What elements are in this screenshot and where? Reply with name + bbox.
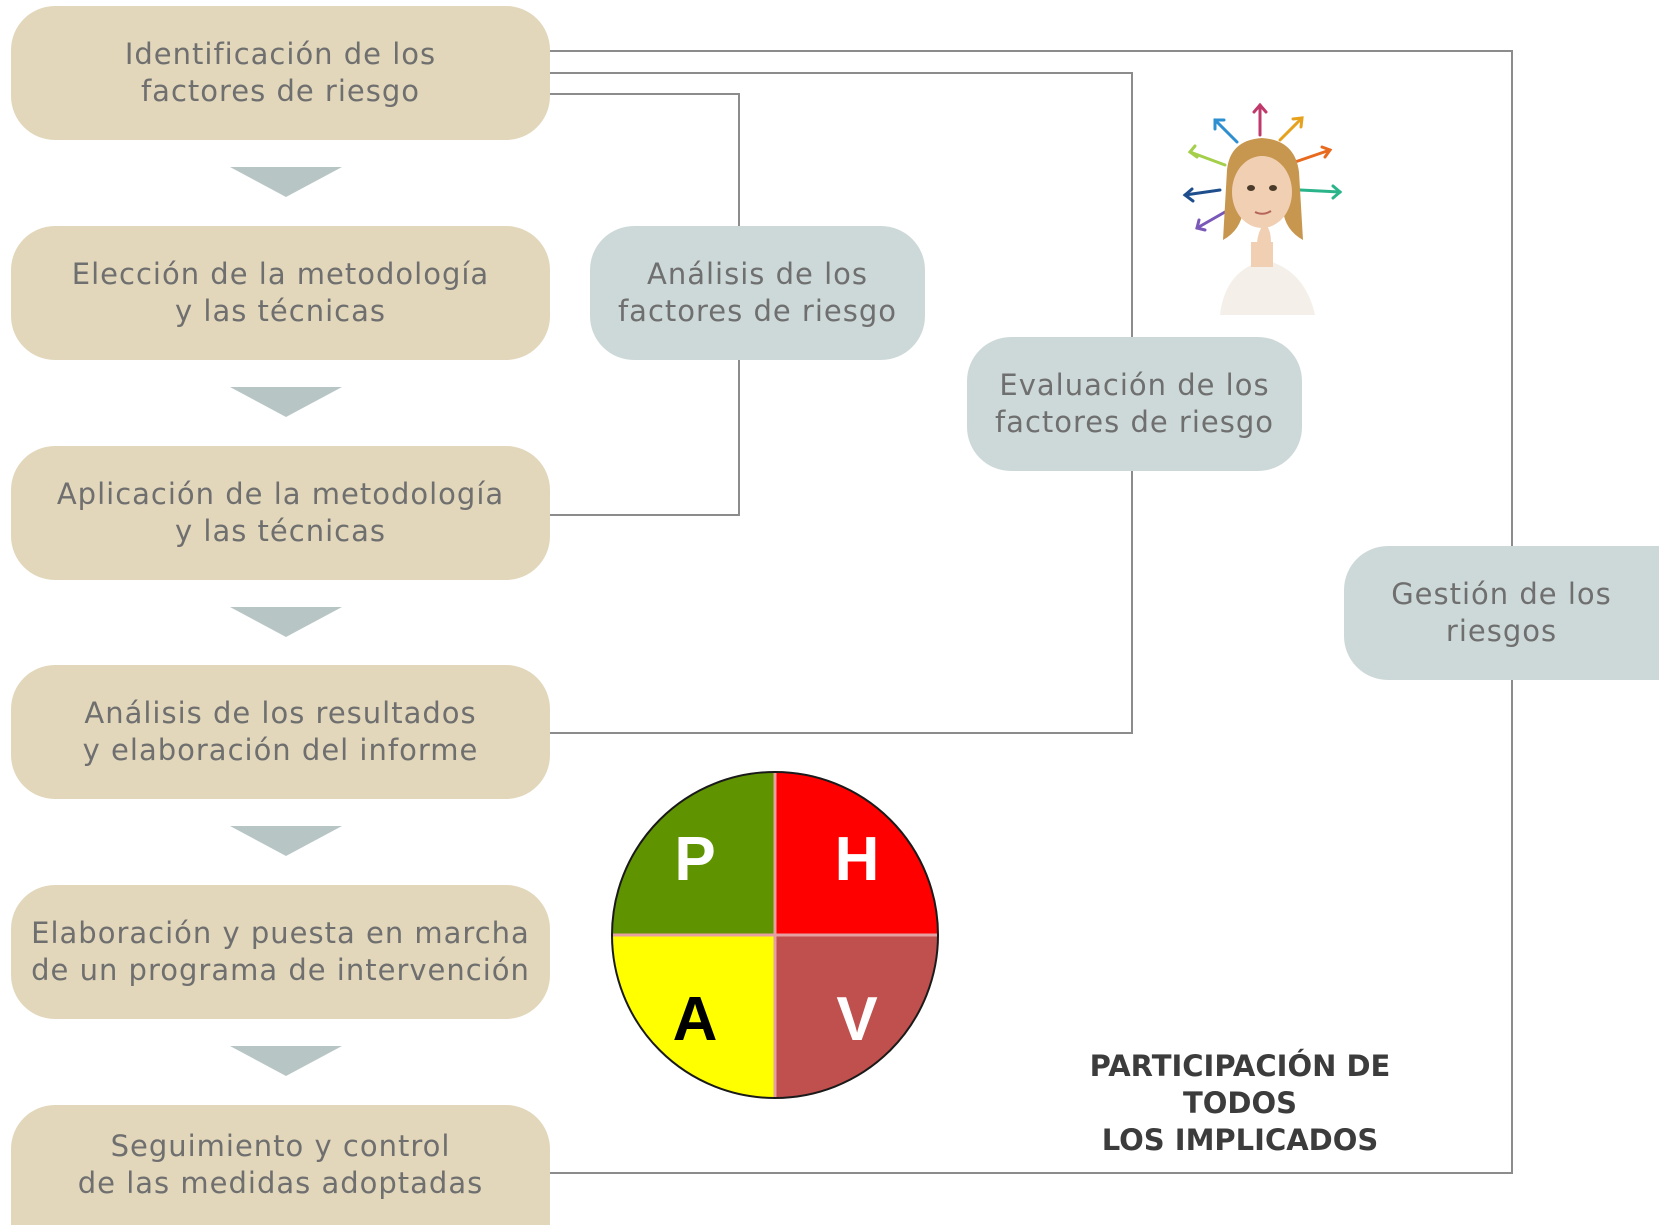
step-follow-up-line2: de las medidas adoptadas <box>77 1166 484 1200</box>
step-methodology-application-line1: Aplicación de la metodología <box>56 477 505 511</box>
participation-line2: LOS IMPLICADOS <box>1101 1123 1379 1157</box>
step-identification: Identificación de los factores de riesgo <box>11 6 550 140</box>
phva-letter-p: P <box>674 825 715 894</box>
phase-management-line1: Gestión de los <box>1391 577 1612 611</box>
step-intervention-program: Elaboración y puesta en marcha de un pro… <box>11 885 550 1019</box>
phase-analysis-line2: factores de riesgo <box>617 294 898 328</box>
phva-letter-v: V <box>836 985 877 1054</box>
down-arrow-4 <box>230 826 342 856</box>
down-arrow-1 <box>230 167 342 197</box>
phase-evaluation-line1: Evaluación de los <box>999 368 1270 402</box>
step-results-analysis-line2: y elaboración del informe <box>82 733 479 767</box>
phase-evaluation-line2: factores de riesgo <box>994 405 1275 439</box>
step-intervention-program-line1: Elaboración y puesta en marcha <box>31 916 530 950</box>
step-methodology-application: Aplicación de la metodología y las técni… <box>11 446 550 580</box>
phva-cycle-chart: P H A V <box>611 771 939 1099</box>
phva-letter-h: H <box>835 825 880 894</box>
phase-analysis: Análisis de los factores de riesgo <box>590 226 925 360</box>
step-follow-up-line1: Seguimiento y control <box>110 1129 451 1163</box>
step-intervention-program-line2: de un programa de intervención <box>31 953 530 987</box>
phva-letter-a: A <box>673 985 718 1054</box>
participation-note: PARTICIPACIÓN DE TODOS LOS IMPLICADOS <box>1030 1048 1450 1159</box>
step-follow-up: Seguimiento y control de las medidas ado… <box>11 1105 550 1225</box>
thinking-woman-illustration <box>1182 102 1343 315</box>
step-results-analysis-line1: Análisis de los resultados <box>84 696 477 730</box>
step-results-analysis: Análisis de los resultados y elaboración… <box>11 665 550 799</box>
step-methodology-application-line2: y las técnicas <box>175 514 386 548</box>
phase-management: Gestión de los riesgos <box>1344 546 1659 680</box>
phase-management-line2: riesgos <box>1445 614 1558 648</box>
step-methodology-choice-line2: y las técnicas <box>175 294 386 328</box>
phase-analysis-line1: Análisis de los <box>647 257 868 291</box>
participation-line1: PARTICIPACIÓN DE TODOS <box>1089 1049 1391 1120</box>
down-arrow-3 <box>230 607 342 637</box>
step-methodology-choice: Elección de la metodología y las técnica… <box>11 226 550 360</box>
down-arrow-2 <box>230 387 342 417</box>
step-identification-line1: Identificación de los <box>124 37 437 71</box>
step-identification-line2: factores de riesgo <box>140 74 421 108</box>
phase-evaluation: Evaluación de los factores de riesgo <box>967 337 1302 471</box>
down-arrow-5 <box>230 1046 342 1076</box>
step-methodology-choice-line1: Elección de la metodología <box>71 257 490 291</box>
